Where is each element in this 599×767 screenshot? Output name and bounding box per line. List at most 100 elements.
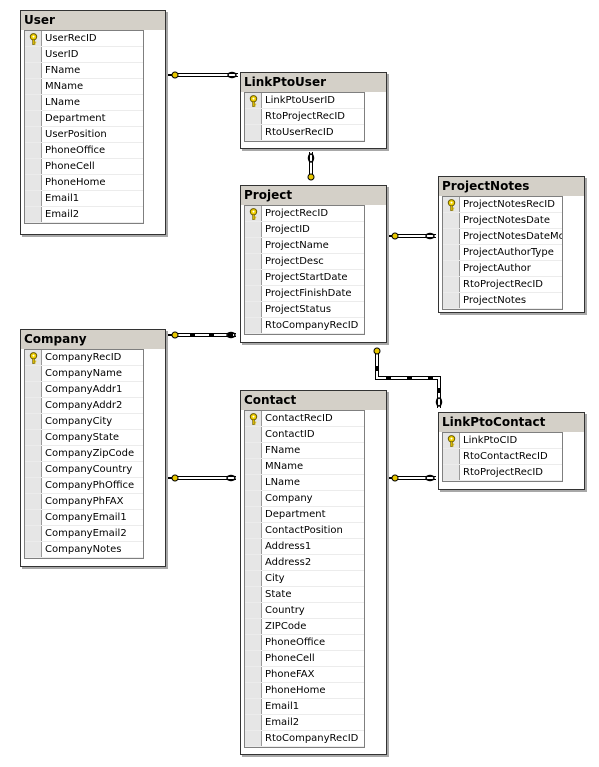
row-selector[interactable]: [25, 159, 42, 175]
row-selector[interactable]: [25, 111, 42, 127]
column-row[interactable]: PhoneOffice: [245, 635, 364, 651]
column-row[interactable]: UserRecID: [25, 31, 143, 47]
row-selector[interactable]: [245, 667, 262, 683]
column-row[interactable]: LinkPtoCID: [443, 433, 562, 449]
column-row[interactable]: CompanyAddr1: [25, 382, 143, 398]
row-selector[interactable]: [245, 507, 262, 523]
column-row[interactable]: Department: [245, 507, 364, 523]
column-row[interactable]: PhoneCell: [25, 159, 143, 175]
row-selector[interactable]: [25, 79, 42, 95]
table-title[interactable]: Project: [241, 186, 386, 205]
row-selector[interactable]: [245, 635, 262, 651]
table-title[interactable]: LinkPtoUser: [241, 73, 386, 92]
column-row[interactable]: RtoProjectRecID: [443, 277, 562, 293]
row-selector[interactable]: [25, 95, 42, 111]
row-selector[interactable]: [245, 539, 262, 555]
row-selector[interactable]: [245, 286, 262, 302]
table-title[interactable]: LinkPtoContact: [439, 413, 584, 432]
column-row[interactable]: PhoneFAX: [245, 667, 364, 683]
column-row[interactable]: CompanyPhOffice: [25, 478, 143, 494]
column-row[interactable]: ContactID: [245, 427, 364, 443]
column-row[interactable]: RtoProjectRecID: [443, 465, 562, 481]
row-selector[interactable]: [25, 414, 42, 430]
column-row[interactable]: PhoneHome: [25, 175, 143, 191]
column-row[interactable]: Email2: [245, 715, 364, 731]
row-selector[interactable]: [245, 491, 262, 507]
row-selector[interactable]: [443, 197, 460, 213]
row-selector[interactable]: [443, 277, 460, 293]
column-row[interactable]: UserPosition: [25, 127, 143, 143]
row-selector[interactable]: [25, 494, 42, 510]
column-row[interactable]: ProjectNotesDate: [443, 213, 562, 229]
column-row[interactable]: CompanyRecID: [25, 350, 143, 366]
column-row[interactable]: ProjectAuthor: [443, 261, 562, 277]
column-row[interactable]: ProjectName: [245, 238, 364, 254]
row-selector[interactable]: [245, 411, 262, 427]
row-selector[interactable]: [25, 382, 42, 398]
column-row[interactable]: PhoneCell: [245, 651, 364, 667]
row-selector[interactable]: [245, 683, 262, 699]
row-selector[interactable]: [245, 254, 262, 270]
column-row[interactable]: CompanyAddr2: [25, 398, 143, 414]
column-row[interactable]: ProjectID: [245, 222, 364, 238]
row-selector[interactable]: [245, 222, 262, 238]
column-row[interactable]: CompanyCity: [25, 414, 143, 430]
row-selector[interactable]: [25, 446, 42, 462]
row-selector[interactable]: [245, 318, 262, 334]
column-row[interactable]: RtoContactRecID: [443, 449, 562, 465]
row-selector[interactable]: [25, 143, 42, 159]
row-selector[interactable]: [245, 427, 262, 443]
row-selector[interactable]: [245, 619, 262, 635]
row-selector[interactable]: [25, 31, 42, 47]
row-selector[interactable]: [25, 191, 42, 207]
row-selector[interactable]: [25, 63, 42, 79]
table-title[interactable]: ProjectNotes: [439, 177, 584, 196]
column-row[interactable]: MName: [25, 79, 143, 95]
row-selector[interactable]: [245, 555, 262, 571]
column-row[interactable]: ProjectRecID: [245, 206, 364, 222]
column-row[interactable]: CompanyEmail2: [25, 526, 143, 542]
column-row[interactable]: Email1: [245, 699, 364, 715]
column-row[interactable]: LName: [25, 95, 143, 111]
row-selector[interactable]: [25, 462, 42, 478]
column-row[interactable]: FName: [245, 443, 364, 459]
column-row[interactable]: Address1: [245, 539, 364, 555]
column-row[interactable]: LinkPtoUserID: [245, 93, 364, 109]
column-row[interactable]: City: [245, 571, 364, 587]
row-selector[interactable]: [245, 93, 262, 109]
row-selector[interactable]: [245, 443, 262, 459]
row-selector[interactable]: [245, 715, 262, 731]
column-row[interactable]: Address2: [245, 555, 364, 571]
table-title[interactable]: Company: [21, 330, 165, 349]
row-selector[interactable]: [443, 449, 460, 465]
column-row[interactable]: CompanyZipCode: [25, 446, 143, 462]
row-selector[interactable]: [25, 542, 42, 558]
table-title[interactable]: User: [21, 11, 165, 30]
column-row[interactable]: RtoCompanyRecID: [245, 318, 364, 334]
row-selector[interactable]: [25, 478, 42, 494]
row-selector[interactable]: [25, 47, 42, 63]
row-selector[interactable]: [245, 731, 262, 747]
column-row[interactable]: RtoUserRecID: [245, 125, 364, 141]
row-selector[interactable]: [245, 238, 262, 254]
row-selector[interactable]: [443, 465, 460, 481]
column-row[interactable]: ProjectNotes: [443, 293, 562, 309]
row-selector[interactable]: [443, 213, 460, 229]
row-selector[interactable]: [245, 125, 262, 141]
row-selector[interactable]: [245, 699, 262, 715]
row-selector[interactable]: [245, 206, 262, 222]
row-selector[interactable]: [443, 261, 460, 277]
column-row[interactable]: ContactRecID: [245, 411, 364, 427]
row-selector[interactable]: [245, 651, 262, 667]
column-row[interactable]: CompanyPhFAX: [25, 494, 143, 510]
column-row[interactable]: CompanyName: [25, 366, 143, 382]
column-row[interactable]: MName: [245, 459, 364, 475]
row-selector[interactable]: [245, 270, 262, 286]
table-title[interactable]: Contact: [241, 391, 386, 410]
column-row[interactable]: ContactPosition: [245, 523, 364, 539]
column-row[interactable]: PhoneHome: [245, 683, 364, 699]
